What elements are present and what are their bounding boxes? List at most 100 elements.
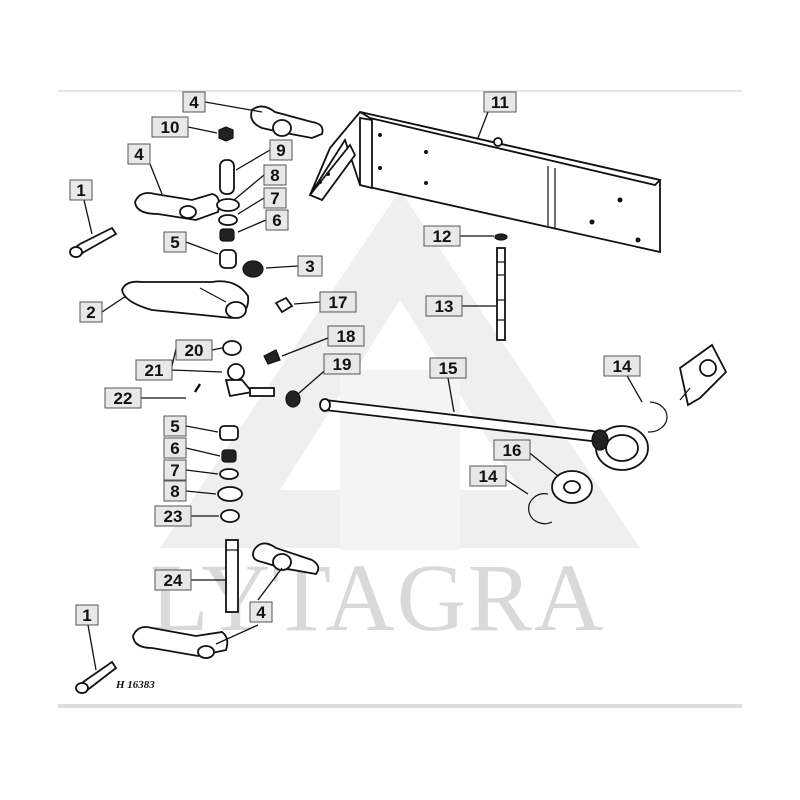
- callout-8-upper: 8: [263, 164, 287, 186]
- spacer-part-16: [551, 470, 593, 504]
- callout-6-upper: 6: [265, 209, 289, 231]
- bracket-part-11: [308, 111, 662, 254]
- callout-10: 10: [151, 116, 189, 138]
- callout-17: 17: [319, 291, 357, 313]
- svg-text:24: 24: [164, 571, 183, 590]
- nut-part-6-lower: [221, 449, 237, 463]
- callout-19: 19: [323, 353, 361, 375]
- callout-16: 16: [493, 439, 531, 461]
- bolt-part-1-upper: [69, 226, 118, 258]
- callout-13: 13: [425, 295, 463, 317]
- washer-part-12: [494, 233, 508, 241]
- svg-text:14: 14: [613, 357, 632, 376]
- washer-part-8-lower: [217, 486, 243, 502]
- callout-14-lower: 14: [469, 465, 507, 487]
- grease-fitting-part-17: [274, 296, 294, 314]
- svg-text:7: 7: [270, 189, 279, 208]
- callout-4-lower: 4: [249, 601, 273, 623]
- callout-20: 20: [175, 339, 213, 361]
- svg-text:5: 5: [170, 233, 179, 252]
- svg-text:4: 4: [256, 603, 266, 622]
- cotter-pin-part-22: [193, 383, 202, 393]
- callout-18: 18: [327, 325, 365, 347]
- svg-text:11: 11: [491, 93, 509, 112]
- nut-part-3: [242, 260, 264, 278]
- fitting-part-18: [263, 349, 281, 365]
- bushing-part-5-lower: [219, 425, 239, 441]
- callout-7-lower: 7: [163, 459, 187, 481]
- washer-part-7-lower: [219, 468, 239, 480]
- callout-12: 12: [423, 225, 461, 247]
- snap-ring-part-14-lower: [528, 493, 553, 525]
- watermark: LYTAGRA: [150, 190, 640, 651]
- washer-part-7-upper: [218, 214, 238, 226]
- arm-part-4-lower-left: [132, 626, 229, 659]
- pin-part-9: [219, 159, 235, 195]
- nut-part-19: [285, 390, 301, 408]
- callout-3: 3: [297, 255, 323, 277]
- svg-text:16: 16: [503, 441, 522, 460]
- callout-8-lower: 8: [163, 480, 187, 502]
- svg-text:17: 17: [329, 293, 348, 312]
- ball-joint-part-21: [224, 363, 275, 398]
- nut-part-10: [218, 126, 234, 142]
- cap-part-20: [222, 340, 242, 356]
- svg-text:5: 5: [170, 417, 179, 436]
- svg-text:15: 15: [439, 359, 458, 378]
- svg-text:19: 19: [333, 355, 352, 374]
- arm-part-4-lower-right: [252, 542, 320, 575]
- callout-14-upper: 14: [603, 355, 641, 377]
- svg-text:4: 4: [189, 93, 199, 112]
- callout-11: 11: [483, 91, 517, 113]
- nut-part-6-upper: [219, 228, 235, 242]
- svg-text:3: 3: [305, 257, 314, 276]
- drawing-code: H 16383: [115, 679, 155, 691]
- svg-text:20: 20: [185, 341, 204, 360]
- arm-part-2: [121, 280, 250, 319]
- nut-part-23: [220, 509, 240, 523]
- callout-2: 2: [79, 301, 103, 323]
- svg-text:1: 1: [76, 181, 85, 200]
- svg-text:12: 12: [433, 227, 452, 246]
- callouts: 4 10 4 9 8 7 6 1 5 3 2 17 18 20 21 19 22…: [69, 91, 641, 626]
- arm-part-4-middle: [134, 192, 221, 221]
- svg-text:6: 6: [170, 439, 179, 458]
- svg-text:23: 23: [164, 507, 183, 526]
- bearing-housing: [591, 425, 649, 471]
- callout-21: 21: [135, 359, 173, 381]
- svg-text:1: 1: [82, 606, 91, 625]
- pin-part-24: [225, 539, 239, 613]
- callout-15: 15: [429, 357, 467, 379]
- bushing-part-5-upper: [219, 249, 237, 269]
- svg-text:7: 7: [170, 461, 179, 480]
- callout-5-lower: 5: [163, 415, 187, 437]
- callout-5-upper: 5: [163, 231, 187, 253]
- svg-text:13: 13: [435, 297, 454, 316]
- svg-text:4: 4: [134, 145, 144, 164]
- callout-24: 24: [154, 569, 192, 591]
- snap-ring-part-14-upper: [647, 401, 668, 433]
- svg-text:22: 22: [114, 389, 133, 408]
- arm-part-4-top: [250, 105, 324, 139]
- callout-4-middle: 4: [127, 143, 151, 165]
- callout-22: 22: [104, 387, 142, 409]
- svg-text:18: 18: [337, 327, 356, 346]
- end-fitting: [678, 343, 728, 407]
- threaded-rod-part-13: [496, 247, 506, 341]
- svg-text:2: 2: [86, 303, 95, 322]
- svg-text:8: 8: [170, 482, 179, 501]
- svg-text:14: 14: [479, 467, 498, 486]
- callout-7-upper: 7: [263, 187, 287, 209]
- callout-9: 9: [269, 139, 293, 161]
- callout-6-lower: 6: [163, 437, 187, 459]
- callout-1-lower: 1: [75, 604, 99, 626]
- svg-text:21: 21: [145, 361, 164, 380]
- callout-23: 23: [154, 505, 192, 527]
- callout-1-upper: 1: [69, 179, 93, 201]
- leader-lines: [83, 101, 643, 671]
- bolt-part-1-lower: [75, 660, 118, 694]
- svg-text:9: 9: [276, 141, 285, 160]
- svg-text:6: 6: [272, 211, 281, 230]
- callout-4-top: 4: [182, 91, 206, 113]
